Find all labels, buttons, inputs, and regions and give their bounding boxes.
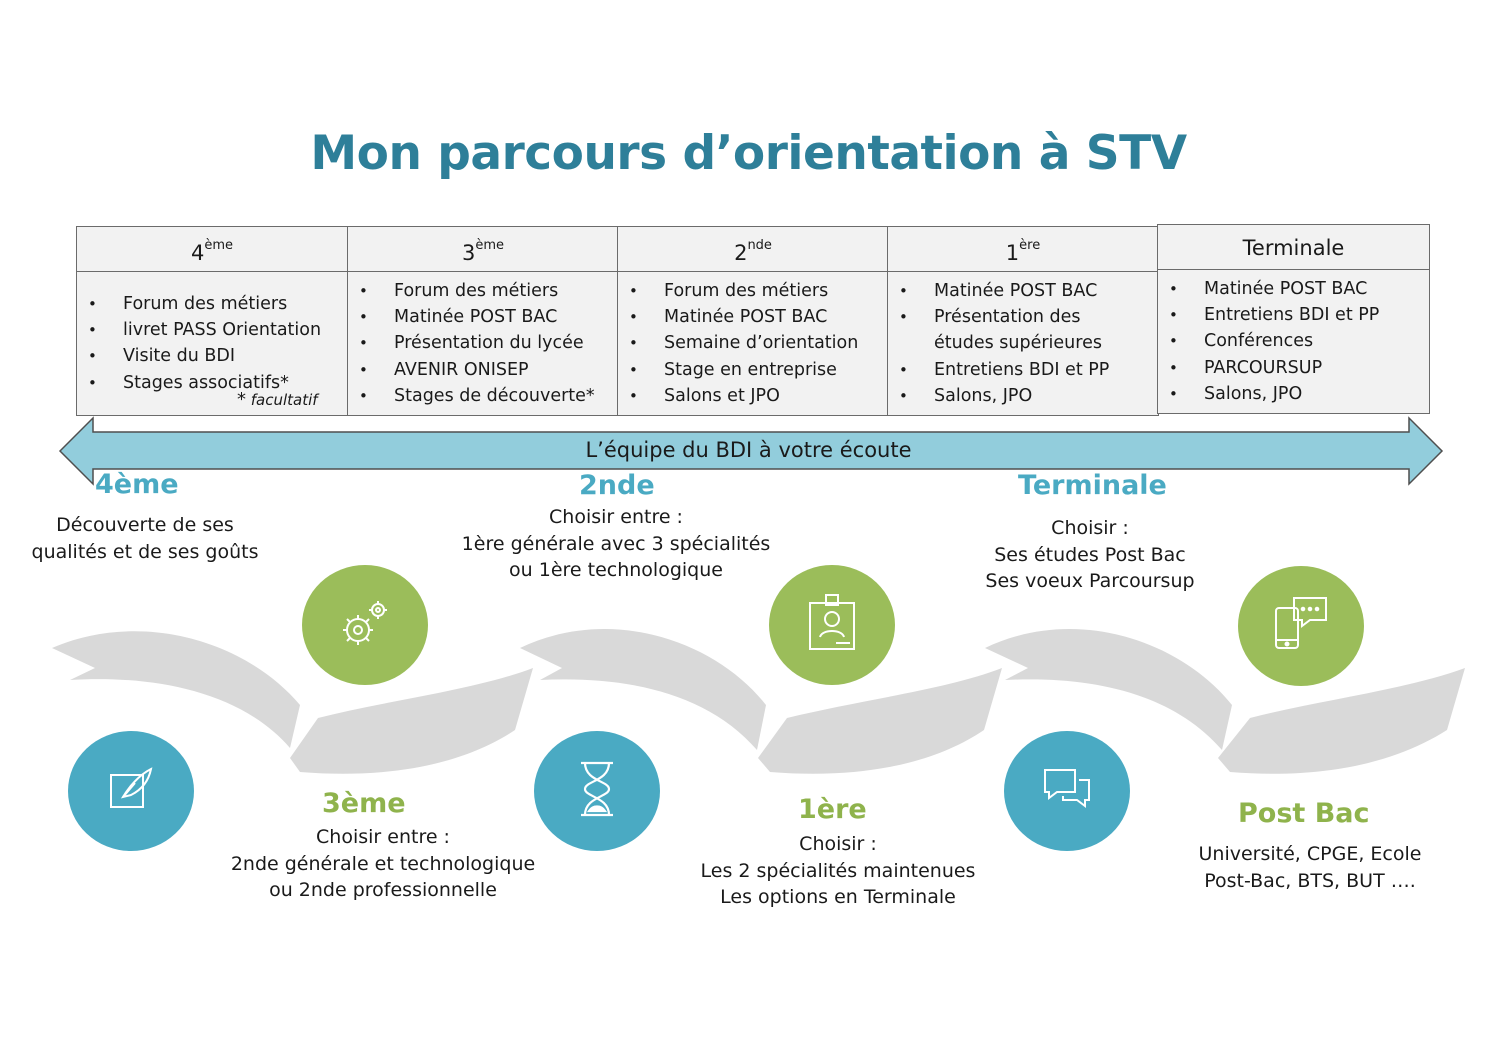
list-item: Salons et JPO (618, 383, 888, 409)
hourglass-icon (571, 759, 623, 823)
ribbon-segment (758, 668, 1002, 774)
activity-list: Matinée POST BAC Entretiens BDI et PP Co… (1158, 276, 1429, 407)
stage-desc-4eme: Découverte de ses qualités et de ses goû… (31, 514, 259, 563)
stage-title-post-bac: Post Bac (1238, 798, 1370, 829)
column-header: Terminale (1158, 225, 1429, 270)
wave-ribbon (52, 629, 1465, 774)
ribbon-segment (985, 629, 1232, 750)
stage-desc-1ere: Choisir : Les 2 spécialités maintenues L… (700, 833, 976, 908)
stage-title-terminale: Terminale (1018, 470, 1167, 501)
banner-label: L’équipe du BDI à votre écoute (585, 438, 912, 462)
column-1ere: 1ère Matinée POST BAC Présentation des é… (887, 226, 1159, 416)
column-header: 2nde (618, 227, 888, 272)
ribbon-segment (1218, 668, 1465, 774)
stage-desc-2nde: Choisir entre : 1ère générale avec 3 spé… (461, 506, 771, 581)
stage-desc-3eme: Choisir entre : 2nde générale et technol… (230, 826, 536, 901)
list-item: Matinée POST BAC (888, 278, 1158, 304)
circle-1ere (769, 565, 895, 685)
quill-icon (103, 761, 159, 821)
list-item: Matinée POST BAC (348, 304, 618, 330)
stage-title-4eme: 4ème (95, 469, 179, 500)
list-item: Forum des métiers (618, 278, 888, 304)
list-item: AVENIR ONISEP (348, 357, 618, 383)
activity-list: Forum des métiers livret PASS Orientatio… (77, 291, 347, 396)
list-item: Visite du BDI (77, 343, 347, 369)
circle-2nde (534, 731, 660, 851)
banner-arrow (58, 416, 1444, 486)
list-item: Entretiens BDI et PP (888, 357, 1158, 383)
optional-note: * facultatif (237, 389, 318, 410)
activity-list: Forum des métiers Matinée POST BAC Semai… (618, 278, 888, 409)
list-item: Stages de découverte* (348, 383, 618, 409)
list-item: Présentation du lycée (348, 330, 618, 356)
list-item: Matinée POST BAC (618, 304, 888, 330)
list-item: Salons, JPO (1158, 381, 1429, 407)
list-item: Stage en entreprise (618, 357, 888, 383)
circle-post-bac (1238, 566, 1364, 686)
column-terminale: Terminale Matinée POST BAC Entretiens BD… (1157, 224, 1430, 414)
activity-list: Matinée POST BAC Présentation des études… (888, 278, 1158, 409)
stage-title-3eme: 3ème (322, 788, 406, 819)
gears-icon (334, 592, 396, 658)
list-item: Stages associatifs* (77, 370, 347, 396)
stage-desc-terminale: Choisir : Ses études Post Bac Ses voeux … (985, 517, 1195, 592)
circle-terminale (1004, 731, 1130, 851)
activity-list: Forum des métiers Matinée POST BAC Prése… (348, 278, 618, 409)
list-item: livret PASS Orientation (77, 317, 347, 343)
list-item: Semaine d’orientation (618, 330, 888, 356)
column-header: 3ème (348, 227, 618, 272)
stage-desc-post-bac: Université, CPGE, Ecole Post-Bac, BTS, B… (1198, 843, 1422, 892)
column-header: 4ème (77, 227, 347, 272)
list-item: Forum des métiers (348, 278, 618, 304)
phone-chat-icon (1270, 594, 1332, 658)
list-item: études supérieures (934, 333, 1102, 354)
list-item: Matinée POST BAC (1158, 276, 1429, 302)
ribbon-segment (520, 629, 766, 750)
ribbon-segment (52, 631, 300, 748)
list-item: Présentation des (888, 304, 1158, 330)
id-badge-icon (802, 591, 862, 659)
page-title: Mon parcours d’orientation à STV (310, 126, 1187, 181)
column-3eme: 3ème Forum des métiers Matinée POST BAC … (347, 226, 619, 416)
list-item: Conférences (1158, 328, 1429, 354)
list-item: Salons, JPO (888, 383, 1158, 409)
circle-3eme (302, 565, 428, 685)
column-header: 1ère (888, 227, 1158, 272)
stage-title-2nde: 2nde (579, 470, 655, 501)
ribbon-segment (290, 668, 533, 774)
list-item: Forum des métiers (77, 291, 347, 317)
column-2nde: 2nde Forum des métiers Matinée POST BAC … (617, 226, 889, 416)
list-item: Entretiens BDI et PP (1158, 302, 1429, 328)
chat-icon (1039, 764, 1095, 818)
stage-title-1ere: 1ère (798, 794, 867, 825)
circle-4eme (68, 731, 194, 851)
column-4eme: 4ème Forum des métiers livret PASS Orien… (76, 226, 348, 416)
list-item: PARCOURSUP (1158, 355, 1429, 381)
